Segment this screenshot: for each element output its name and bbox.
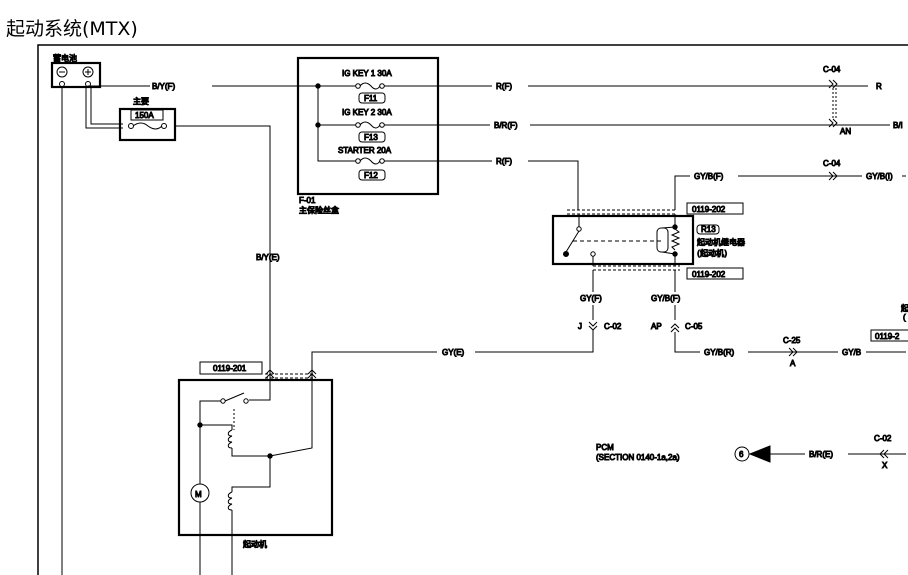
relay-id-tag [696, 224, 720, 235]
wire-label-br-f: B/R(F) [494, 121, 518, 130]
wire-label-gyb-f-top: GY/B(F) [694, 172, 724, 181]
cut-label-ref: 0119-2 [875, 332, 900, 341]
fuse-f13-tag [358, 131, 386, 143]
wire-label-by-e: B/Y(E) [256, 253, 280, 262]
connector-ap-label: AP [651, 322, 662, 331]
page-title: 起动系统(MTX) [6, 18, 138, 40]
fuse-box-code: F-01 [299, 196, 316, 205]
relay-switch-arm [565, 230, 580, 253]
connector-c02-label: C-02 [604, 322, 622, 331]
main-fuse-label: 主要 [133, 96, 149, 106]
connector-c02b-label: C-02 [874, 434, 892, 443]
fuse-f12-id: F12 [364, 171, 378, 180]
cut-label-paren: ( [903, 313, 906, 322]
diagram-frame [37, 44, 908, 575]
fuse-box [296, 56, 440, 196]
starter-coil-2 [227, 491, 233, 511]
starter-switch-arm [224, 392, 245, 402]
relay-resistor [670, 228, 681, 251]
wire-label-bi-cut: B/I [893, 121, 903, 130]
fuse-ig-key-2-name: IG KEY 2 30A [342, 108, 392, 117]
wire-by-f [87, 85, 150, 87]
starter-motor-icon [190, 483, 210, 503]
relay-box [551, 214, 695, 266]
battery-pos-terminal [82, 66, 94, 78]
wire-label-r-f-2: R(F) [496, 157, 512, 166]
relay-ref-bottom: 0119-202 [692, 270, 726, 279]
wire-label-br-e: B/R(E) [809, 450, 833, 459]
wire-label-gy-f: GY(F) [580, 294, 602, 303]
battery-neg-terminal [56, 66, 68, 78]
starter-ref: 0119-201 [213, 364, 247, 373]
battery-box [50, 61, 102, 89]
pcm-section: (SECTION 0140-1a,2a) [596, 453, 680, 462]
battery-label: 蓄电池 [53, 53, 77, 63]
connector-c02b [879, 449, 889, 459]
main-fuse-symbol [132, 122, 163, 130]
wire-label-gy-e: GY(E) [442, 348, 465, 357]
wire-label-gyb: GY/B [842, 348, 861, 357]
connector-c02 [588, 321, 598, 331]
relay-ref-bottom-box [686, 267, 744, 280]
wire-label-by-f: B/Y(F) [152, 82, 175, 91]
fuse-f13-id: F13 [364, 133, 378, 142]
relay-ref-top: 0119-202 [692, 205, 726, 214]
connector-j-label: J [578, 322, 582, 331]
fuse-ig-key-1-name: IG KEY 1 30A [342, 69, 392, 78]
pcm-name: PCM [596, 443, 614, 452]
pcm-pin: 6 [739, 450, 744, 459]
fuse-box-label: 主保险丝盒 [299, 205, 339, 215]
connector-c05-label: C-05 [685, 322, 703, 331]
wire-label-gyb-r: GY/B(R) [704, 348, 735, 357]
starter-ref-box [199, 361, 263, 375]
pcm-arrow-icon [748, 445, 771, 463]
main-fuse-box [118, 107, 177, 142]
starter-box [177, 378, 334, 537]
wire-label-gyb-f-low: GY/B(F) [651, 294, 681, 303]
connector-c04-top-label: C-04 [823, 65, 841, 74]
starter-label: 起动机 [243, 539, 267, 549]
connector-a-label: A [790, 359, 796, 368]
fuse-f11-tag [358, 92, 386, 104]
wire-label-r-cut: R [876, 82, 882, 91]
relay-ref-top-box [686, 202, 744, 215]
connector-an-label: AN [840, 127, 851, 136]
connector-c04-top [828, 79, 838, 89]
starter-coil-1 [227, 429, 233, 449]
connector-c04-mid-label: C-04 [823, 159, 841, 168]
connector-c05 [670, 323, 680, 333]
wire-label-r-f-1: R(F) [496, 82, 512, 91]
connector-c04-mid [828, 171, 838, 181]
relay-id: R13 [701, 225, 716, 234]
connector-x-label: X [882, 461, 888, 470]
starter-motor-label: M [195, 490, 202, 499]
main-fuse-rating: 150A [135, 111, 154, 120]
connector-c25 [788, 347, 798, 357]
wire-label-gyb-i: GY/B(I) [866, 172, 893, 181]
fuse-starter-name: STARTER 20A [338, 146, 392, 155]
relay-name: 起动机继电器 [697, 237, 745, 247]
relay-coil [656, 227, 669, 253]
fuse-f12-tag [358, 169, 386, 181]
cut-label-qi: 起 [901, 304, 908, 313]
connector-c25-label: C-25 [783, 336, 801, 345]
fuse-f11-id: F11 [364, 94, 378, 103]
relay-sub: (起动机) [697, 248, 727, 258]
